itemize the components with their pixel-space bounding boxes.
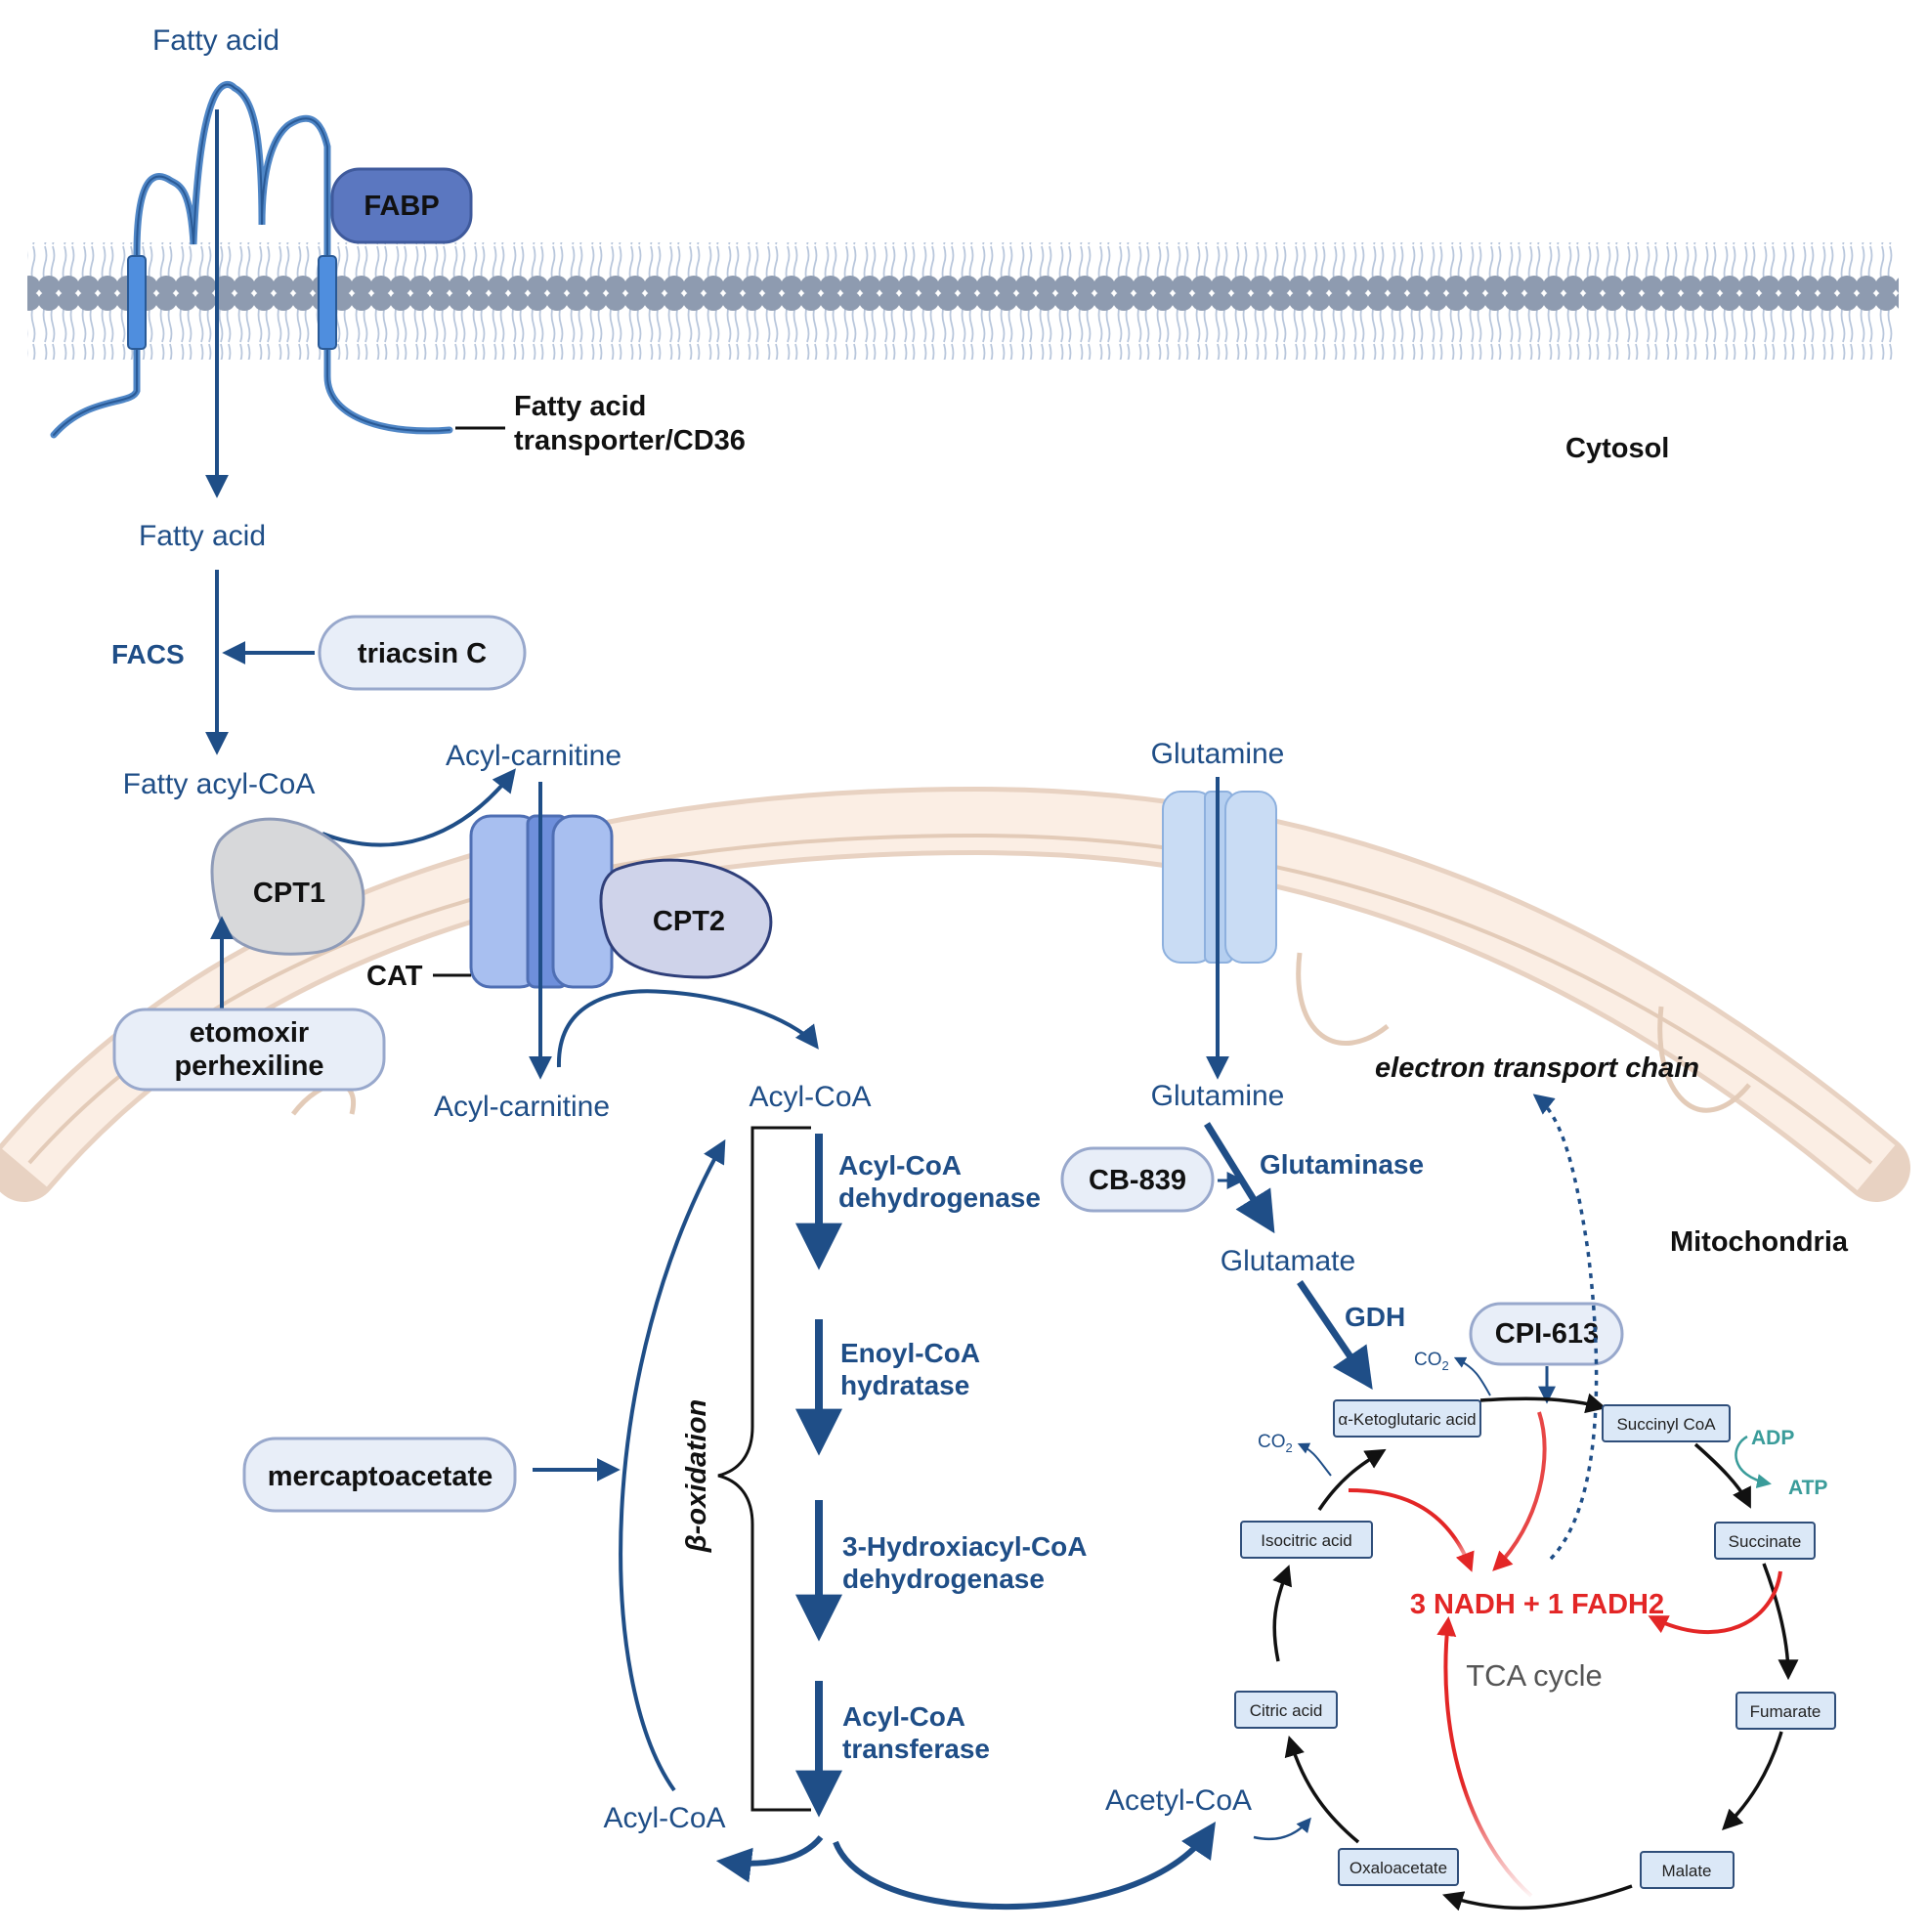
adp-label: ADP	[1751, 1427, 1794, 1449]
transporter-label-2: transporter/CD36	[514, 425, 746, 456]
facs-label: FACS	[111, 639, 185, 669]
cpi613-label: CPI-613	[1495, 1318, 1599, 1350]
enzyme-2-line2: hydratase	[840, 1370, 969, 1400]
malate-box	[1640, 1851, 1735, 1889]
glutaminase-arrow	[1204, 1122, 1275, 1234]
enzyme-2-line1: Enoyl-CoA	[840, 1338, 980, 1368]
glutamate-label: Glutamate	[1221, 1245, 1355, 1277]
acyl-coa-top: Acyl-CoA	[749, 1081, 871, 1113]
etomoxir-label: etomoxir	[190, 1017, 309, 1049]
succinyl-label: Succinyl CoA	[1616, 1415, 1716, 1434]
succinate-box	[1714, 1522, 1816, 1560]
acetyl-coa-to-cycle	[1253, 1817, 1311, 1841]
enzyme-4-line1: Acyl-CoA	[842, 1701, 965, 1732]
perhexiline-label: perhexiline	[174, 1051, 323, 1082]
acetyl-coa-label: Acetyl-CoA	[1105, 1784, 1252, 1817]
adp-atp-arrow	[1735, 1435, 1772, 1488]
fumarate-label: Fumarate	[1750, 1702, 1821, 1721]
cpt2-label: CPT2	[653, 906, 725, 937]
co2-release-2	[1297, 1442, 1332, 1477]
isocitric-box	[1240, 1521, 1373, 1559]
etomoxir-pill	[112, 1008, 386, 1092]
mercaptoacetate-pill	[242, 1437, 517, 1513]
plasma-membrane	[27, 242, 1899, 360]
mercaptoacetate-label: mercaptoacetate	[268, 1461, 493, 1492]
cb839-label: CB-839	[1089, 1165, 1186, 1196]
malate-label: Malate	[1661, 1862, 1711, 1880]
acyl-coa-out-arrow	[715, 1835, 824, 1883]
fatty-acid-outside: Fatty acid	[152, 24, 279, 57]
recycle-arrow	[619, 1138, 726, 1792]
cytosol-label: Cytosol	[1565, 433, 1669, 464]
triacsin-pill	[318, 615, 527, 691]
cb839-pill	[1060, 1146, 1215, 1213]
fatty-acyl-coa: Fatty acyl-CoA	[123, 768, 316, 800]
mitochondria-label: Mitochondria	[1670, 1226, 1849, 1258]
tca-cycle-label: TCA cycle	[1466, 1658, 1603, 1693]
cat-label: CAT	[366, 961, 423, 992]
acyl-carnitine-top: Acyl-carnitine	[446, 740, 621, 772]
cpt2-protein: CPT2	[599, 858, 773, 979]
citric-label: Citric acid	[1250, 1701, 1323, 1720]
mitochondrion-shape	[0, 786, 1910, 1202]
akg-label: α-Ketoglutaric acid	[1338, 1410, 1476, 1429]
fumarate-box	[1735, 1692, 1836, 1730]
beta-oxidation-label: β-oxidation	[681, 1399, 712, 1554]
tca-metabolite-boxes: α-Ketoglutaric acid Succinyl CoA Succina…	[1234, 1399, 1836, 1889]
cat-transporter-icon	[469, 814, 614, 989]
etc-label: electron transport chain	[1375, 1052, 1699, 1084]
glutamine-top: Glutamine	[1151, 738, 1285, 770]
oxaloacetate-box	[1338, 1848, 1459, 1886]
enzyme-1-line1: Acyl-CoA	[838, 1150, 962, 1181]
cpt1-arrow	[321, 768, 516, 847]
co2-label-1: CO2	[1414, 1350, 1449, 1373]
enzyme-1-line2: dehydrogenase	[838, 1182, 1041, 1213]
co2-label-2: CO2	[1258, 1432, 1293, 1455]
oxaloacetate-label: Oxaloacetate	[1350, 1859, 1447, 1877]
enzyme-4-line2: transferase	[842, 1734, 990, 1764]
citric-box	[1234, 1691, 1338, 1729]
atp-label: ATP	[1788, 1477, 1827, 1499]
triacsin-label: triacsin C	[358, 638, 487, 669]
cpt1-label: CPT1	[253, 878, 325, 909]
acyl-coa-bottom: Acyl-CoA	[603, 1802, 725, 1834]
transporter-label-1: Fatty acid	[514, 391, 646, 422]
akg-box	[1333, 1399, 1481, 1438]
isocitric-label: Isocitric acid	[1261, 1531, 1352, 1550]
cpt1-protein: CPT1	[210, 817, 365, 956]
tca-cycle-arrows	[1272, 1393, 1799, 1911]
beta-oxidation-brace	[717, 1126, 811, 1812]
co2-release-1	[1453, 1356, 1491, 1396]
gdh-arrow	[1297, 1280, 1373, 1390]
enzyme-3-line2: dehydrogenase	[842, 1564, 1045, 1594]
fabp-label: FABP	[364, 191, 439, 222]
acetyl-coa-arrow	[833, 1822, 1216, 1911]
succinyl-box	[1602, 1404, 1731, 1442]
cd36-transporter-icon	[50, 81, 453, 439]
cpt2-arrow	[556, 989, 819, 1068]
glutaminase-label: Glutaminase	[1260, 1149, 1424, 1180]
nadh-fadh2-label: 3 NADH + 1 FADH2	[1410, 1589, 1664, 1620]
nadh-arrows	[1348, 1411, 1782, 1898]
cpi613-pill	[1469, 1302, 1624, 1366]
fatty-acid-inside: Fatty acid	[139, 520, 266, 552]
gdh-label: GDH	[1345, 1302, 1405, 1332]
succinate-label: Succinate	[1729, 1532, 1802, 1551]
enzyme-3-line1: 3-Hydroxiacyl-CoA	[842, 1531, 1088, 1562]
glutamine-bottom: Glutamine	[1151, 1080, 1285, 1112]
fabp-protein: FABP	[330, 167, 473, 244]
acyl-carnitine-bottom: Acyl-carnitine	[434, 1091, 610, 1123]
etc-dotted-arrow	[1532, 1094, 1599, 1561]
glutamine-transporter-icon	[1162, 791, 1277, 964]
